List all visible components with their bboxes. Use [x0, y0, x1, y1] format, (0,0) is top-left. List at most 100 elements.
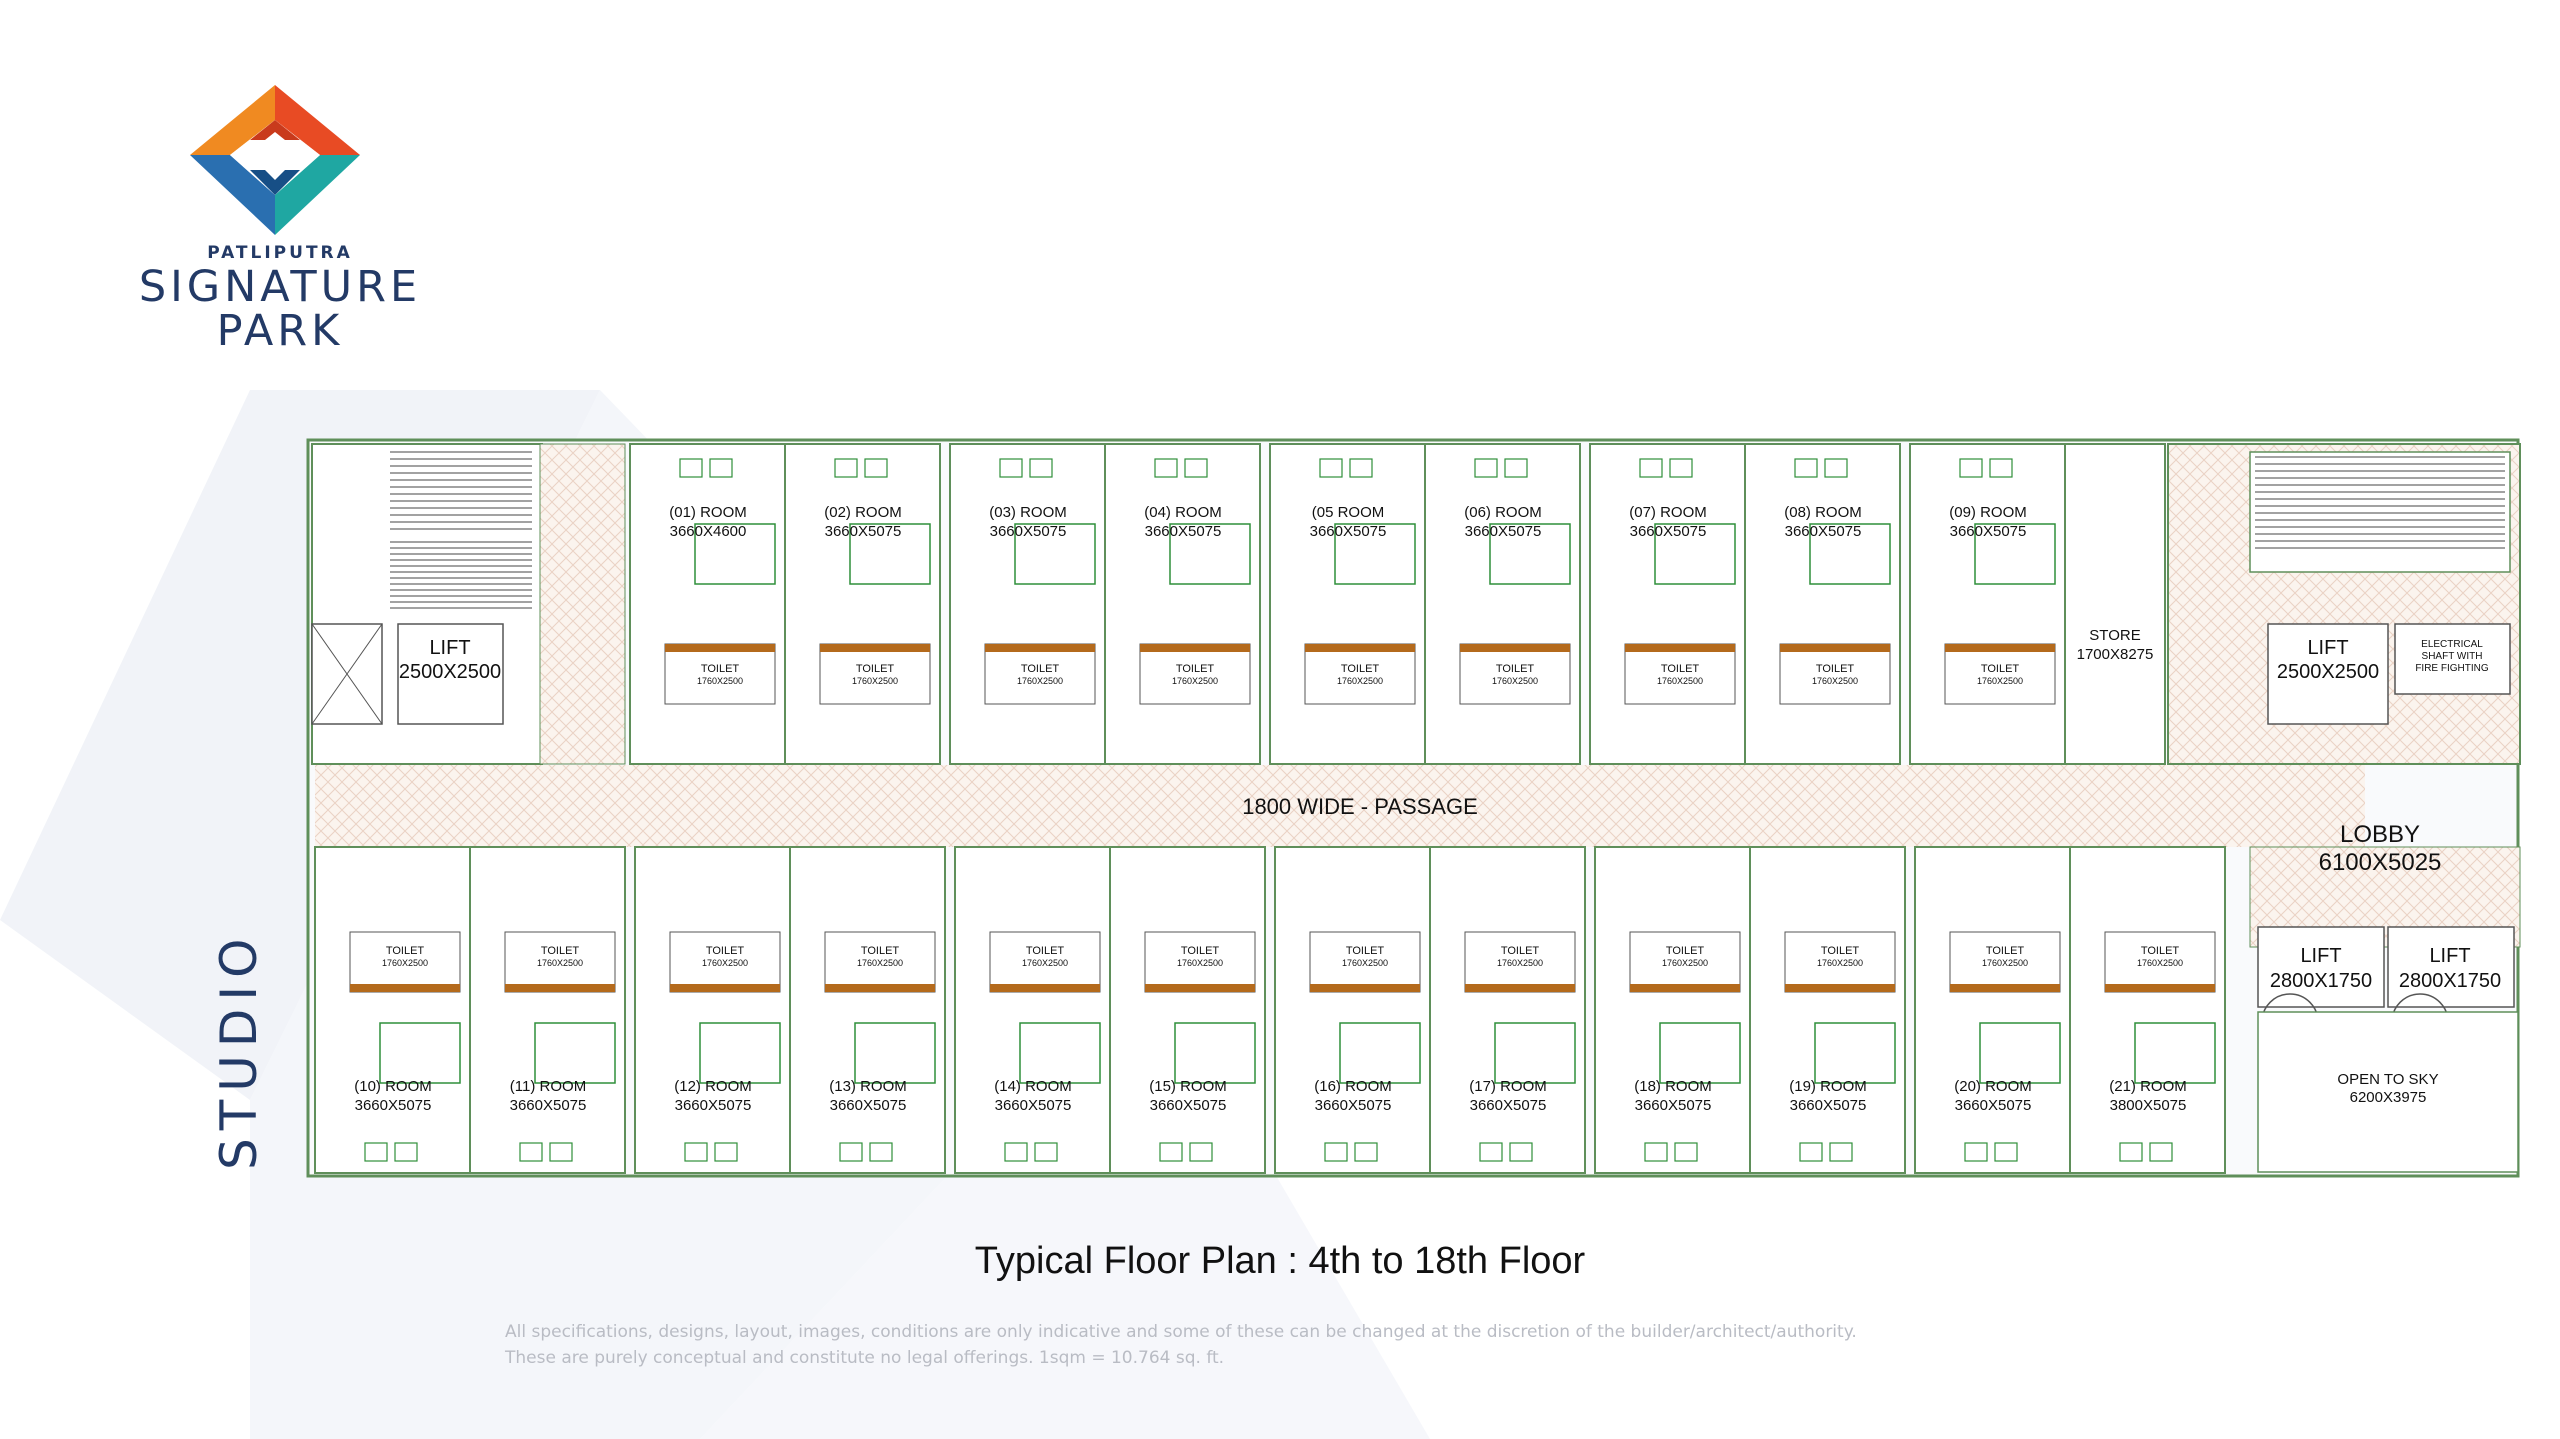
room-name: (02) ROOM	[824, 504, 902, 521]
toilet-label: TOILET	[1341, 663, 1380, 675]
room-size: 3660X5075	[1145, 523, 1222, 540]
toilet-size: 1760X2500	[2137, 958, 2183, 968]
room-outline	[1744, 443, 1901, 765]
bed-icon	[1979, 1022, 2061, 1084]
chair-icon	[1509, 1142, 1533, 1162]
open-to-sky-label: OPEN TO SKY	[2337, 1071, 2438, 1088]
bed-icon	[1489, 523, 1571, 585]
room-size: 3660X5075	[990, 523, 1067, 540]
room-size: 3660X5075	[995, 1097, 1072, 1114]
toilet-label: TOILET	[541, 945, 580, 957]
room-outline	[1104, 443, 1261, 765]
store-size: 1700X8275	[2077, 646, 2154, 663]
toilet-block	[1464, 931, 1576, 993]
bed-icon	[1659, 1022, 1741, 1084]
toilet-wall	[1630, 984, 1740, 992]
toilet-label: TOILET	[1496, 663, 1535, 675]
unit-type-label: STUDIO	[210, 930, 268, 1170]
room-outline	[1914, 846, 2071, 1174]
room-size: 3660X5075	[1630, 523, 1707, 540]
toilet-size: 1760X2500	[537, 958, 583, 968]
toilet-label: TOILET	[856, 663, 895, 675]
toilet-size: 1760X2500	[1017, 676, 1063, 686]
passage-label: 1800 WIDE - PASSAGE	[1242, 794, 1478, 819]
toilet-size: 1760X2500	[1492, 676, 1538, 686]
room-unit	[949, 443, 1106, 765]
chair-icon	[1349, 458, 1373, 478]
toilet-size: 1760X2500	[1342, 958, 1388, 968]
floor-plan-caption: Typical Floor Plan : 4th to 18th Floor	[974, 1240, 1586, 1282]
room-name: (12) ROOM	[674, 1078, 752, 1095]
toilet-size: 1760X2500	[1662, 958, 1708, 968]
room-name: (07) ROOM	[1629, 504, 1707, 521]
chair-icon	[1029, 458, 1053, 478]
bed-icon	[379, 1022, 461, 1084]
passage-area	[315, 765, 2365, 847]
room-name: (04) ROOM	[1144, 504, 1222, 521]
room-outline	[314, 846, 471, 1174]
toilet-block	[1139, 643, 1251, 705]
room-unit	[634, 846, 791, 1174]
room-name: (15) ROOM	[1149, 1078, 1227, 1095]
toilet-wall	[1140, 644, 1250, 652]
room-name: (16) ROOM	[1314, 1078, 1392, 1095]
room-unit	[1594, 846, 1751, 1174]
room-outline	[784, 443, 941, 765]
toilet-wall	[820, 644, 930, 652]
bed-icon	[534, 1022, 616, 1084]
right-core	[2167, 443, 2521, 1173]
room-name: (01) ROOM	[669, 504, 747, 521]
room-name: (13) ROOM	[829, 1078, 907, 1095]
toilet-size: 1760X2500	[702, 958, 748, 968]
bed-icon	[694, 523, 776, 585]
room-unit	[1914, 846, 2071, 1174]
room-outline	[1424, 443, 1581, 765]
chair-icon	[1479, 1142, 1503, 1162]
room-outline	[634, 846, 791, 1174]
toilet-block	[2104, 931, 2216, 993]
toilet-label: TOILET	[1816, 663, 1855, 675]
brand-logo-icon	[190, 85, 360, 235]
toilet-size: 1760X2500	[1497, 958, 1543, 968]
toilet-block	[1144, 931, 1256, 993]
toilet-wall	[350, 984, 460, 992]
chair-icon	[1504, 458, 1528, 478]
chair-icon	[1994, 1142, 2018, 1162]
room-outline	[1594, 846, 1751, 1174]
toilet-wall	[505, 984, 615, 992]
toilet-size: 1760X2500	[1022, 958, 1068, 968]
room-outline	[629, 443, 786, 765]
room-size: 3800X5075	[2110, 1097, 2187, 1114]
toilet-size: 1760X2500	[382, 958, 428, 968]
small-lift-label: LIFT	[2429, 945, 2470, 967]
chair-icon	[1474, 458, 1498, 478]
toilet-wall	[1310, 984, 1420, 992]
room-unit	[1269, 443, 1426, 765]
room-name: (08) ROOM	[1784, 504, 1862, 521]
chair-icon	[1794, 458, 1818, 478]
toilet-block	[1624, 643, 1736, 705]
bed-icon	[1334, 523, 1416, 585]
chair-icon	[549, 1142, 573, 1162]
toilet-wall	[2105, 984, 2215, 992]
toilet-label: TOILET	[1346, 945, 1385, 957]
toilet-label: TOILET	[861, 945, 900, 957]
lobby-size: 6100X5025	[2319, 849, 2442, 876]
chair-icon	[1004, 1142, 1028, 1162]
toilet-label: TOILET	[1176, 663, 1215, 675]
room-unit	[1104, 443, 1261, 765]
chair-icon	[1324, 1142, 1348, 1162]
toilet-block	[669, 931, 781, 993]
chair-icon	[2149, 1142, 2173, 1162]
room-size: 3660X5075	[1310, 523, 1387, 540]
toilet-block	[664, 643, 776, 705]
chair-icon	[1354, 1142, 1378, 1162]
room-size: 3660X5075	[1790, 1097, 1867, 1114]
small-lift-size: 2800X1750	[2270, 970, 2372, 992]
room-outline	[469, 846, 626, 1174]
room-unit	[1429, 846, 1586, 1174]
chair-icon	[709, 458, 733, 478]
toilet-size: 1760X2500	[857, 958, 903, 968]
chair-icon	[1154, 458, 1178, 478]
